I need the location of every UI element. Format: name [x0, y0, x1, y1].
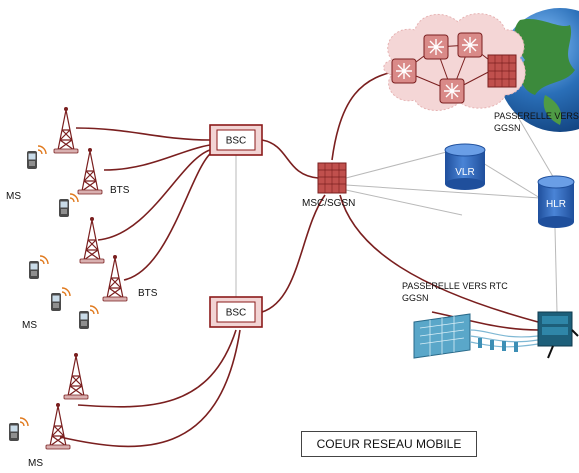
- bsc-label: BSC: [226, 308, 247, 319]
- ggsn-gateway-switch: [487, 54, 517, 88]
- vlr-database: VLR: [444, 143, 486, 190]
- bsc-label: BSC: [226, 136, 247, 147]
- bts-tower-6: [45, 402, 71, 450]
- bts-tower-5: [63, 352, 89, 400]
- gateway-rtc-label: GGSN: [402, 293, 429, 303]
- bts-label: BTS: [138, 288, 158, 299]
- router-icon: [391, 58, 417, 84]
- ms-label: MS: [22, 320, 37, 331]
- hlr-label: HLR: [546, 199, 566, 210]
- bts-label: BTS: [110, 185, 130, 196]
- msc-sgsn-switch: [317, 162, 347, 194]
- gateway-ggsn-label: GGSN: [494, 123, 521, 133]
- mobile-station-5: [78, 305, 99, 330]
- bts-tower-2: [77, 147, 103, 195]
- bsc-node-top: BSC: [209, 124, 263, 156]
- transport-links: [59, 39, 576, 448]
- vlr-label: VLR: [455, 167, 474, 178]
- router-icon: [423, 34, 449, 60]
- ms-label: MS: [6, 191, 21, 202]
- router-icon: [457, 32, 483, 58]
- mobile-station-6: [8, 417, 29, 442]
- msc-label: MSC/SGSN: [302, 198, 355, 209]
- bts-tower-1: [53, 106, 79, 154]
- gateway-ggsn-label: PASSERELLE VERS: [494, 111, 579, 121]
- mobile-station-3: [28, 255, 49, 280]
- pstn-exchange-equipment: [413, 313, 539, 359]
- ms-label: MS: [28, 458, 43, 469]
- mobile-station-1: [26, 145, 47, 170]
- gateway-rtc-label: PASSERELLE VERS RTC: [402, 281, 508, 291]
- bsc-node-bottom: BSC: [209, 296, 263, 328]
- mobile-station-2: [58, 193, 79, 218]
- bts-tower-4: [102, 254, 128, 302]
- router-icon: [439, 78, 465, 104]
- mobile-station-4: [50, 287, 71, 312]
- pstn-gateway-switch: [537, 311, 579, 359]
- hlr-database: HLR: [537, 175, 575, 228]
- diagram-title: COEUR RESEAU MOBILE: [301, 431, 477, 457]
